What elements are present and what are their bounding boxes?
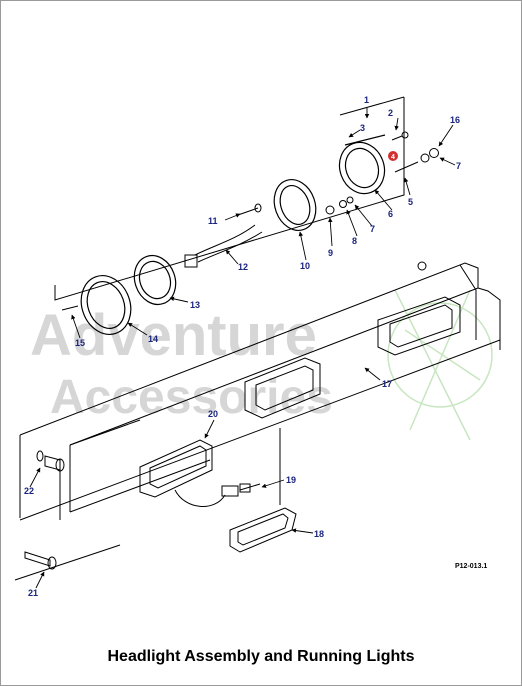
running-light-17b — [244, 357, 321, 419]
fasteners-5-16 — [391, 131, 439, 173]
callout-2: 2 — [388, 108, 393, 118]
running-light-17 — [377, 296, 461, 356]
highlight-marker: 4 — [388, 151, 398, 161]
housing-20 — [139, 439, 239, 507]
callout-20: 20 — [208, 409, 218, 419]
callout-1: 1 — [364, 95, 369, 105]
callout-21: 21 — [28, 588, 38, 598]
figure-caption: Headlight Assembly and Running Lights — [107, 648, 415, 665]
spacer-22 — [36, 450, 65, 472]
callout-9: 9 — [328, 248, 333, 258]
headlight-bracket — [54, 96, 405, 301]
callout-17: 17 — [382, 379, 392, 389]
bezel-14 — [80, 275, 132, 335]
watermark-line1: Adventure — [30, 303, 317, 368]
callout-14: 14 — [148, 334, 158, 344]
watermark-line2: Accessories — [50, 371, 333, 424]
callout-7b: 7 — [370, 224, 375, 234]
callout-16: 16 — [450, 115, 460, 125]
callout-7: 7 — [456, 161, 461, 171]
callout-18: 18 — [314, 529, 324, 539]
callout-11: 11 — [208, 216, 218, 226]
callout-22: 22 — [24, 486, 34, 496]
callout-5: 5 — [408, 197, 413, 207]
callout-labels: 1 2 3 5 6 7 7 8 9 10 11 12 13 14 15 16 1… — [24, 95, 461, 598]
lens-18 — [229, 507, 297, 553]
callout-8: 8 — [352, 236, 357, 246]
screw-15 — [61, 305, 79, 311]
screw-11 — [237, 203, 262, 216]
figure-ref: P12-013.1 — [455, 563, 487, 570]
harness-12 — [184, 224, 263, 268]
callout-6: 6 — [388, 209, 393, 219]
callout-15: 15 — [75, 338, 85, 348]
bulb-19 — [239, 483, 261, 493]
bolt-21 — [24, 551, 57, 570]
mount-6 — [338, 134, 386, 195]
callout-13: 13 — [190, 300, 200, 310]
svg-text:4: 4 — [391, 154, 395, 161]
leader-lines — [29, 108, 456, 589]
callout-12: 12 — [238, 262, 248, 272]
headlamp-13 — [133, 254, 177, 306]
ring-10 — [273, 179, 317, 231]
fasteners-7-8-9 — [325, 196, 354, 215]
callout-10: 10 — [300, 261, 310, 271]
callout-3: 3 — [360, 123, 365, 133]
callout-19: 19 — [286, 475, 296, 485]
